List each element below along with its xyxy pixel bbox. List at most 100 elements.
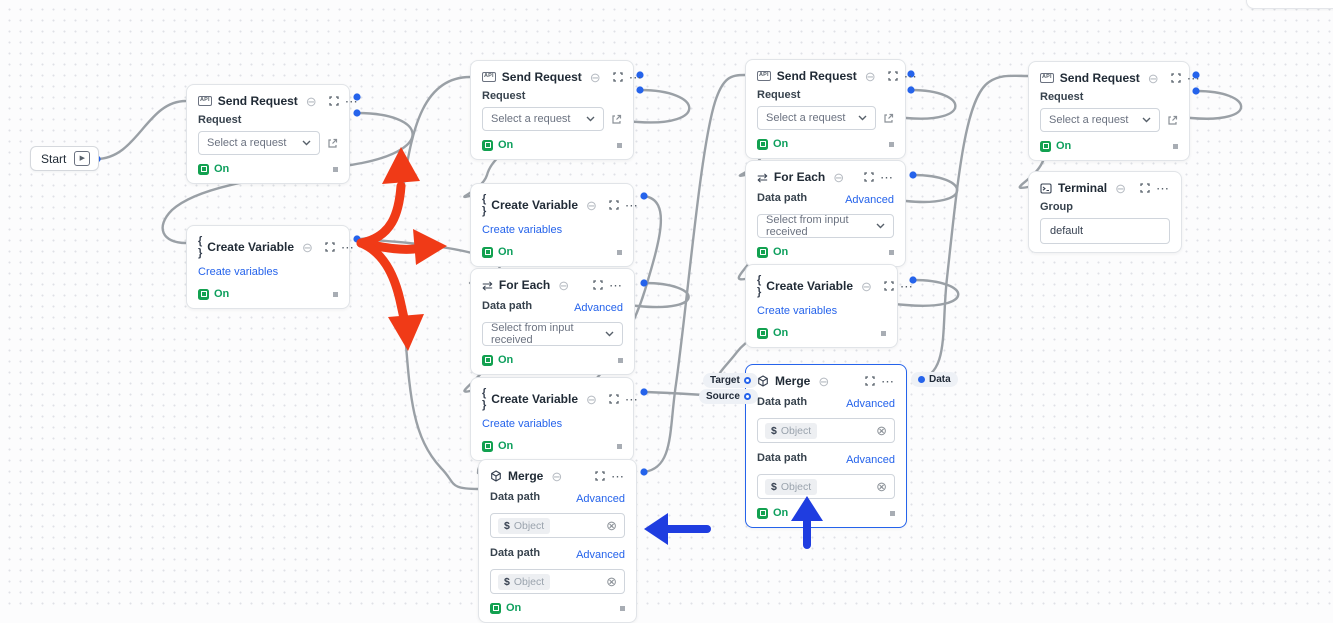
create-variables-link[interactable]: Create variables [198, 266, 279, 278]
advanced-link[interactable]: Advanced [846, 453, 895, 466]
circle-x-icon[interactable]: ⊗ [876, 479, 887, 494]
ellipsis-menu-icon[interactable]: ⋯ [624, 197, 639, 213]
port-dot[interactable] [636, 86, 644, 94]
advanced-link[interactable]: Advanced [574, 301, 623, 314]
ellipsis-menu-icon[interactable]: ⋯ [899, 278, 914, 294]
resize-handle[interactable] [881, 330, 886, 336]
data-path-input-1[interactable]: $Object⊗ [757, 418, 895, 443]
on-toggle[interactable]: On [757, 507, 788, 519]
advanced-link[interactable]: Advanced [845, 193, 894, 206]
expand-icon[interactable] [595, 471, 605, 481]
external-link-icon[interactable] [1167, 115, 1178, 126]
edge-cv1-to-m1[interactable] [355, 237, 480, 491]
collapse-minus-icon[interactable]: ⊖ [558, 277, 570, 293]
object-chip[interactable]: $Object [498, 517, 551, 534]
data-path-select[interactable]: Select from input received [482, 322, 623, 346]
ellipsis-menu-icon[interactable]: ⋯ [628, 69, 643, 85]
on-toggle[interactable]: On [482, 139, 513, 151]
request-select[interactable]: Select a request [757, 106, 876, 130]
data-path-select[interactable]: Select from input received [757, 214, 894, 238]
circle-x-icon[interactable]: ⊗ [876, 423, 887, 438]
resize-handle[interactable] [890, 510, 895, 516]
external-link-icon[interactable] [327, 138, 338, 149]
ellipsis-menu-icon[interactable]: ⋯ [880, 169, 894, 185]
port-dot[interactable] [1192, 87, 1200, 95]
collapse-minus-icon[interactable]: ⊖ [586, 391, 597, 407]
on-toggle[interactable]: On [757, 138, 788, 150]
advanced-link[interactable]: Advanced [576, 548, 625, 561]
resize-handle[interactable] [333, 166, 338, 172]
data-path-input-1[interactable]: $Object⊗ [490, 513, 625, 538]
resize-handle[interactable] [1173, 143, 1178, 149]
expand-icon[interactable] [864, 172, 874, 182]
collapse-minus-icon[interactable]: ⊖ [551, 468, 563, 484]
edge-start-to-sr1[interactable] [94, 99, 188, 161]
expand-icon[interactable] [593, 280, 603, 290]
ellipsis-menu-icon[interactable]: ⋯ [340, 239, 355, 255]
expand-icon[interactable] [865, 376, 875, 386]
on-toggle[interactable]: On [757, 246, 788, 258]
data-port[interactable]: Data [911, 372, 958, 387]
collapse-minus-icon[interactable]: ⊖ [1115, 180, 1127, 196]
port-dot[interactable] [909, 171, 917, 179]
edge-m2-to-sr4[interactable] [914, 74, 1030, 382]
edge-cv1-to-sr2[interactable] [355, 75, 472, 241]
ellipsis-menu-icon[interactable]: ⋯ [881, 373, 895, 389]
source-port[interactable]: Source [699, 389, 758, 404]
collapse-minus-icon[interactable]: ⊖ [302, 239, 313, 255]
collapse-minus-icon[interactable]: ⊖ [1147, 70, 1159, 86]
external-link-icon[interactable] [611, 114, 622, 125]
request-select[interactable]: Select a request [198, 131, 320, 155]
port-dot[interactable] [640, 279, 648, 287]
data-path-input-2[interactable]: $Object⊗ [490, 569, 625, 594]
resize-handle[interactable] [618, 357, 623, 363]
ellipsis-menu-icon[interactable]: ⋯ [1186, 70, 1201, 86]
edge-m1-to-sr3[interactable] [642, 73, 747, 474]
collapse-minus-icon[interactable]: ⊖ [818, 373, 830, 389]
ellipsis-menu-icon[interactable]: ⋯ [611, 468, 625, 484]
collapse-minus-icon[interactable]: ⊖ [861, 278, 872, 294]
collapse-minus-icon[interactable]: ⊖ [833, 169, 845, 185]
on-toggle[interactable]: On [757, 327, 788, 339]
circle-x-icon[interactable]: ⊗ [606, 574, 617, 589]
expand-icon[interactable] [609, 200, 619, 210]
collapse-minus-icon[interactable]: ⊖ [589, 69, 601, 85]
ellipsis-menu-icon[interactable]: ⋯ [624, 391, 639, 407]
port-dot[interactable] [907, 86, 915, 94]
expand-icon[interactable] [1171, 73, 1181, 83]
create-variables-link[interactable]: Create variables [482, 224, 563, 236]
expand-icon[interactable] [1140, 183, 1150, 193]
on-toggle[interactable]: On [198, 288, 229, 300]
request-select[interactable]: Select a request [1040, 108, 1160, 132]
start-node[interactable]: Start▶ [30, 146, 100, 171]
target-port[interactable]: Target [703, 373, 758, 388]
expand-icon[interactable] [325, 242, 335, 252]
on-toggle[interactable]: On [482, 354, 513, 366]
expand-icon[interactable] [613, 72, 623, 82]
object-chip[interactable]: $Object [765, 478, 818, 495]
expand-icon[interactable] [888, 71, 898, 81]
port-dot[interactable] [353, 109, 361, 117]
collapse-minus-icon[interactable]: ⊖ [586, 197, 597, 213]
on-toggle[interactable]: On [1040, 140, 1071, 152]
ellipsis-menu-icon[interactable]: ⋯ [1156, 180, 1170, 196]
on-toggle[interactable]: On [198, 163, 229, 175]
resize-handle[interactable] [333, 291, 338, 297]
port-dot[interactable] [640, 388, 648, 396]
expand-icon[interactable] [884, 281, 894, 291]
resize-handle[interactable] [620, 605, 625, 611]
port-dot[interactable] [640, 468, 648, 476]
resize-handle[interactable] [617, 249, 622, 255]
